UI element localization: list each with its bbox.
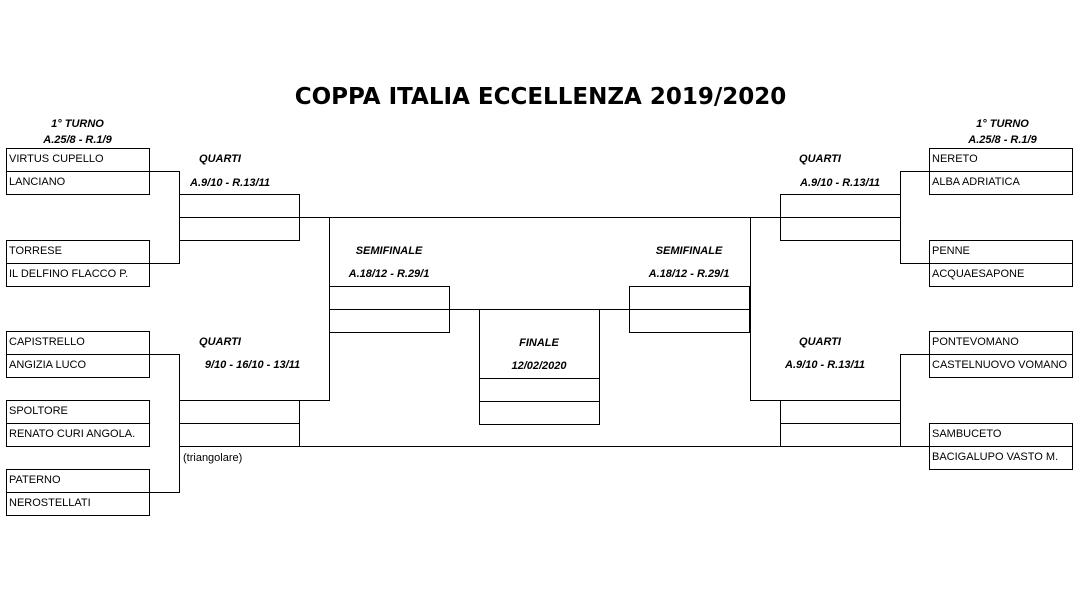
team-box-right-4: ACQUAESAPONE: [929, 263, 1073, 287]
team-box-right-3: PENNE: [929, 240, 1073, 264]
left-connector-semi-to-final: [449, 309, 480, 310]
final-slot-2: [479, 401, 600, 425]
long-line-bottom: [299, 446, 930, 447]
left-quarti-top-slot-2: [179, 217, 300, 241]
left-connector-r1-c: [149, 354, 180, 355]
left-quarti-bottom-slot-1: [179, 400, 300, 424]
right-connector-semi-v: [750, 217, 751, 401]
left-quarti-bottom-dates: 9/10 - 16/10 - 13/11: [204, 359, 301, 371]
final-frame: [479, 309, 600, 379]
team-box-right-1: NERETO: [929, 148, 1073, 172]
right-connector-r1-a: [900, 171, 930, 172]
right-connector-semi-to-final: [599, 309, 630, 310]
right-connector-r1-a-v: [900, 171, 901, 264]
right-quarti-top-dates: A.9/10 - R.13/11: [800, 177, 880, 189]
final-date: 12/02/2020: [511, 360, 567, 372]
team-box-left-3: TORRESE: [6, 240, 150, 264]
right-connector-r1-c-v: [900, 354, 901, 401]
left-quarti-top-slot-1: [179, 194, 300, 218]
left-quarti-top-label: QUARTI: [199, 153, 241, 165]
left-connector-r1-d: [149, 492, 180, 493]
left-connector-r1-a: [149, 171, 180, 172]
right-quarti-bottom-slot-2: [780, 423, 901, 447]
long-line-top: [299, 217, 781, 218]
right-quarti-bottom-dates: A.9/10 - R.13/11: [785, 359, 865, 371]
left-round1-dates: A.25/8 - R.1/9: [43, 134, 112, 146]
right-quarti-bottom-slot-1: [780, 400, 901, 424]
team-box-right-5: PONTEVOMANO: [929, 331, 1073, 355]
team-box-left-8: RENATO CURI ANGOLA.: [6, 423, 150, 447]
triangolare-note: (triangolare): [183, 452, 243, 464]
team-box-left-2: LANCIANO: [6, 171, 150, 195]
right-quarti-top-slot-1: [780, 194, 901, 218]
team-box-left-10: NEROSTELLATI: [6, 492, 150, 516]
right-connector-r1-c: [900, 354, 930, 355]
team-box-right-6: CASTELNUOVO VOMANO: [929, 354, 1073, 378]
team-box-left-4: IL DELFINO FLACCO P.: [6, 263, 150, 287]
right-connector-q-bottom: [750, 400, 781, 401]
left-connector-semi-v: [329, 217, 330, 401]
left-semi-label: SEMIFINALE: [355, 245, 423, 257]
team-box-left-5: CAPISTRELLO: [6, 331, 150, 355]
right-quarti-top-label: QUARTI: [799, 153, 841, 165]
right-semi-slot-1: [629, 286, 750, 310]
left-semi-slot-2: [329, 309, 450, 333]
right-round1-dates: A.25/8 - R.1/9: [968, 134, 1037, 146]
left-connector-r1-b: [149, 263, 180, 264]
right-quarti-bottom-label: QUARTI: [799, 336, 841, 348]
left-semi-dates: A.18/12 - R.29/1: [348, 268, 430, 280]
left-connector-q-bottom: [299, 400, 330, 401]
right-semi-slot-2: [629, 309, 750, 333]
team-box-left-9: PATERNO: [6, 469, 150, 493]
left-round1-label: 1° TURNO: [51, 118, 104, 130]
left-quarti-top-dates: A.9/10 - R.13/11: [190, 177, 270, 189]
final-label: FINALE: [519, 337, 559, 349]
left-connector-r1-d-v: [179, 446, 180, 493]
page-title: COPPA ITALIA ECCELLENZA 2019/2020: [294, 84, 787, 110]
team-box-right-7: SAMBUCETO: [929, 423, 1073, 447]
left-quarti-bottom-label: QUARTI: [199, 336, 241, 348]
left-semi-slot-1: [329, 286, 450, 310]
left-connector-r1-a-v: [179, 171, 180, 264]
team-box-right-8: BACIGALUPO VASTO M.: [929, 446, 1073, 470]
final-slot-1: [479, 378, 600, 402]
team-box-left-1: VIRTUS CUPELLO: [6, 148, 150, 172]
right-connector-r1-b: [900, 263, 930, 264]
left-quarti-bottom-slot-2: [179, 423, 300, 447]
left-connector-r1-c-v: [179, 354, 180, 401]
right-quarti-top-slot-2: [780, 217, 901, 241]
right-semi-dates: A.18/12 - R.29/1: [648, 268, 730, 280]
right-round1-label: 1° TURNO: [976, 118, 1029, 130]
team-box-left-6: ANGIZIA LUCO: [6, 354, 150, 378]
team-box-left-7: SPOLTORE: [6, 400, 150, 424]
right-semi-label: SEMIFINALE: [655, 245, 723, 257]
team-box-right-2: ALBA ADRIATICA: [929, 171, 1073, 195]
